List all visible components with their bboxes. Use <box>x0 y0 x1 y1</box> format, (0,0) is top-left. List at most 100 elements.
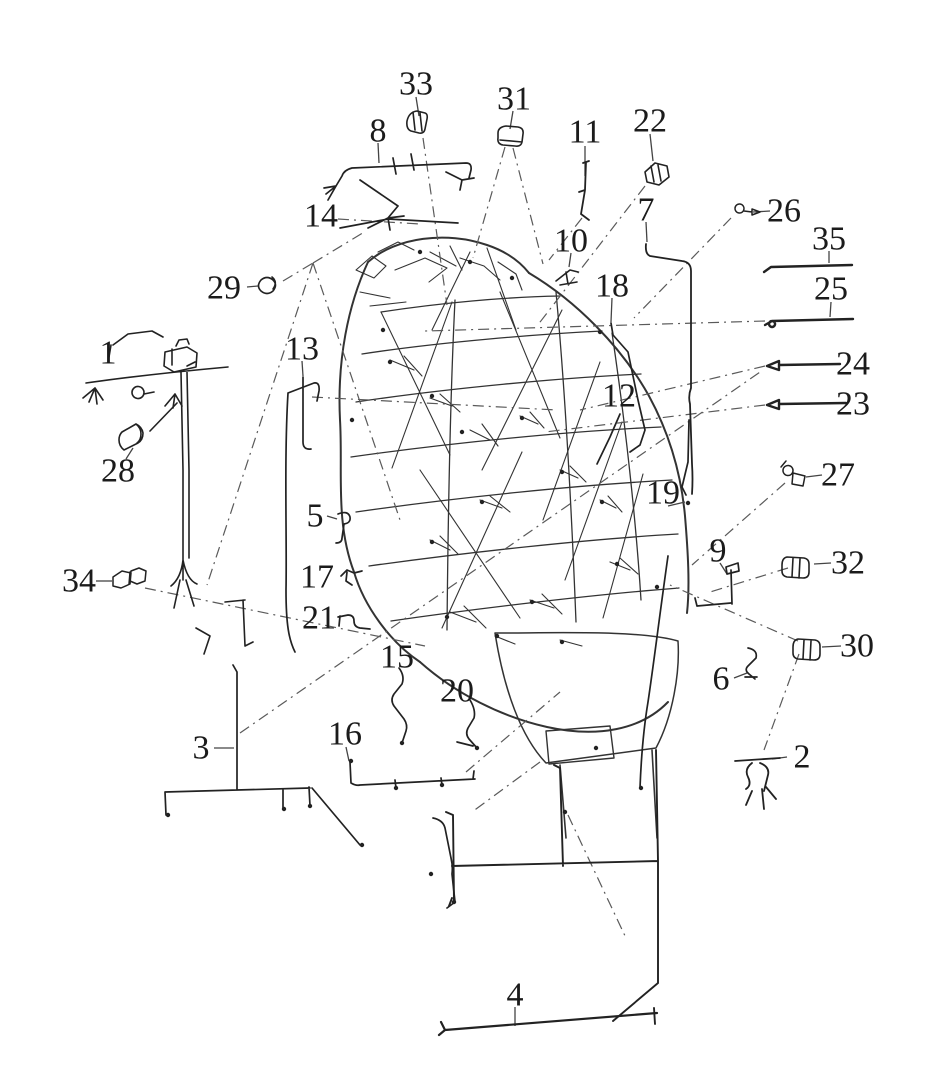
leader-line <box>719 562 728 575</box>
part-label-35: 35 <box>812 221 846 258</box>
connector-dot <box>428 871 434 877</box>
connector-dot <box>459 429 465 435</box>
leader-line <box>667 501 686 507</box>
leader-line <box>610 297 613 323</box>
frame-tube <box>555 291 577 623</box>
frame-tube <box>419 361 623 629</box>
harness-8 <box>323 153 475 231</box>
connector-dot <box>417 249 423 255</box>
frame-tube <box>494 631 680 764</box>
bushing-32 <box>781 556 810 579</box>
cable-19 <box>639 419 690 789</box>
part-label-30: 30 <box>840 628 874 665</box>
frame-tube <box>446 299 456 631</box>
connector-dot <box>165 812 171 818</box>
connector-dot <box>399 740 405 746</box>
ring-1 <box>131 385 145 400</box>
connector-dot <box>559 639 565 645</box>
connector-dot <box>359 842 365 848</box>
leader-dash-line <box>633 217 732 319</box>
part-label-32: 32 <box>831 545 865 582</box>
part-label-8: 8 <box>370 113 387 150</box>
frame-tube <box>449 557 639 629</box>
part-label-24: 24 <box>836 346 870 383</box>
connector-dot <box>451 899 457 905</box>
hook-21 <box>337 614 371 630</box>
leader-dash-line <box>471 761 541 813</box>
relay-box-1 <box>163 338 198 373</box>
part-label-13: 13 <box>285 331 319 368</box>
leader-line <box>345 746 350 762</box>
leader-line <box>246 285 259 288</box>
bushing-30 <box>792 638 821 661</box>
part-label-1: 1 <box>100 335 117 372</box>
leader-dash-line <box>312 262 401 521</box>
part-label-23: 23 <box>836 386 870 423</box>
connector-dot <box>474 745 480 751</box>
part-label-26: 26 <box>767 193 801 230</box>
cable-12 <box>596 413 621 465</box>
clip-31 <box>497 125 524 147</box>
leader-line <box>377 142 380 164</box>
connector-dot <box>519 415 525 421</box>
leader-dash-line <box>282 262 314 282</box>
frame-tube <box>545 725 615 765</box>
part-glyphs <box>82 110 855 1037</box>
frame-tube <box>429 495 623 555</box>
connector-dot <box>281 806 287 812</box>
frame-tube <box>419 661 669 733</box>
rod-35 <box>762 263 854 274</box>
part-label-27: 27 <box>821 457 855 494</box>
wire-20 <box>456 699 478 749</box>
leader-line <box>326 515 338 520</box>
leader-dash-line <box>763 653 800 751</box>
part-label-33: 33 <box>399 66 433 103</box>
part-label-17: 17 <box>300 559 334 596</box>
leader-dash-line <box>144 587 426 647</box>
part-label-16: 16 <box>328 716 362 753</box>
connector-dot <box>685 500 691 506</box>
leader-dash-line <box>311 396 558 411</box>
frame-tube <box>559 749 658 839</box>
connector-dots <box>165 249 691 905</box>
part-label-19: 19 <box>646 475 680 512</box>
connector-dot <box>429 393 435 399</box>
frame-tube <box>389 355 499 447</box>
leader-line <box>568 252 572 268</box>
frame-tube <box>390 587 680 622</box>
frame-tube <box>431 247 644 619</box>
wire-15 <box>391 667 408 744</box>
leader-solid-lines <box>96 96 842 1026</box>
sensor-27 <box>780 460 806 487</box>
leader-line <box>301 360 304 377</box>
part-label-6: 6 <box>713 661 730 698</box>
leader-dash-line <box>472 146 506 259</box>
leader-dash-line <box>567 814 627 939</box>
hook-6 <box>744 647 758 680</box>
part-label-14: 14 <box>304 198 338 235</box>
part-label-15: 15 <box>380 639 414 676</box>
connector-dot <box>593 745 599 751</box>
connector-dot <box>614 561 620 567</box>
leader-line <box>415 96 420 117</box>
grommet-28 <box>118 402 178 451</box>
frame-tube <box>359 291 407 307</box>
leader-dash-line <box>548 217 583 261</box>
part-label-20: 20 <box>440 673 474 710</box>
harness-16 <box>349 761 476 789</box>
part-label-21: 21 <box>302 600 336 637</box>
leader-line <box>125 447 134 460</box>
mount-9 <box>694 562 740 607</box>
connector-dot <box>597 329 603 335</box>
connector-dot <box>599 499 605 505</box>
part-label-22: 22 <box>633 103 667 140</box>
frame-tube <box>528 272 690 614</box>
hook-17 <box>340 569 363 586</box>
part-label-2: 2 <box>794 739 811 776</box>
connector-dot <box>562 809 568 815</box>
leader-dash-line <box>465 691 561 773</box>
connector-dot <box>380 327 386 333</box>
part-label-5: 5 <box>307 498 324 535</box>
leader-dash-line <box>239 369 764 734</box>
leader-dash-line <box>709 567 789 593</box>
